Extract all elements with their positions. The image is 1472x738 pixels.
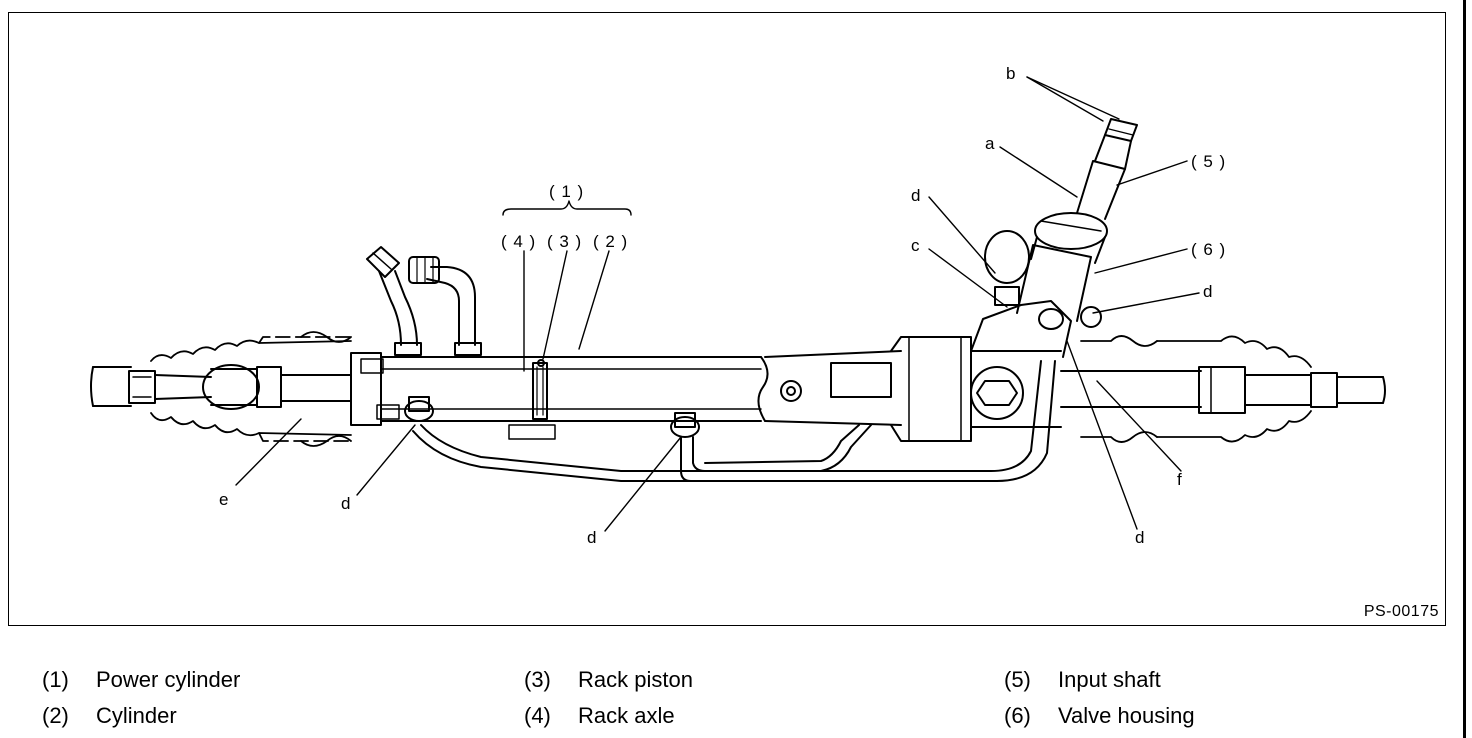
leader-lines: [235, 76, 1200, 532]
legend-label: Power cylinder: [96, 667, 241, 692]
lower-pipes: [404, 360, 1056, 482]
callout-1: ( 1 ): [549, 182, 584, 201]
figure-id-code: PS-00175: [1363, 603, 1439, 620]
callout-d-left: d: [341, 494, 350, 513]
callout-d-bottom: d: [587, 528, 596, 547]
callout-4: ( 4 ): [501, 232, 536, 251]
right-boot: [1080, 335, 1312, 443]
left-tie-rod: [90, 366, 212, 407]
legend-label: Cylinder: [96, 703, 177, 728]
legend-number: (1): [42, 667, 69, 692]
steering-gearbox-diagram: ( 1 ) ( 4 ) ( 3 ) ( 2 ) ( 5 ) ( 6 ) b a …: [90, 64, 1386, 547]
ball-joint: [202, 364, 352, 410]
upper-pipes: [366, 246, 482, 356]
callout-3: ( 3 ): [547, 232, 582, 251]
legend-item-1: (1) Power cylinder: [42, 667, 240, 693]
callout-d-lower-right: d: [1135, 528, 1144, 547]
figure-frame: ( 1 ) ( 4 ) ( 3 ) ( 2 ) ( 5 ) ( 6 ) b a …: [8, 12, 1446, 626]
valve-housing: [970, 212, 1108, 420]
legend-item-3: (3) Rack piston: [524, 667, 693, 693]
callout-b: b: [1006, 64, 1015, 83]
power-cylinder: [360, 358, 556, 440]
legend-number: (4): [524, 703, 551, 728]
left-boot: [150, 331, 352, 447]
callout-d-right: d: [1203, 282, 1212, 301]
legend-item-5: (5) Input shaft: [1004, 667, 1161, 693]
legend-label: Input shaft: [1058, 667, 1161, 692]
callout-2: ( 2 ): [593, 232, 628, 251]
callout-5: ( 5 ): [1191, 152, 1226, 171]
callout-d-top: d: [911, 186, 920, 205]
callout-labels: ( 1 ) ( 4 ) ( 3 ) ( 2 ) ( 5 ) ( 6 ) b a …: [219, 64, 1226, 547]
legend-item-2: (2) Cylinder: [42, 703, 177, 729]
right-tie-rod: [1198, 366, 1386, 414]
legend-label: Rack piston: [578, 667, 693, 692]
callout-e: e: [219, 490, 228, 509]
legend-item-6: (6) Valve housing: [1004, 703, 1195, 729]
input-shaft: [1076, 118, 1138, 220]
callout-c: c: [911, 236, 920, 255]
legend-item-4: (4) Rack axle: [524, 703, 675, 729]
legend-label: Valve housing: [1058, 703, 1195, 728]
legend-number: (2): [42, 703, 69, 728]
legend-label: Rack axle: [578, 703, 675, 728]
rack-housing: [350, 336, 1202, 442]
legend-number: (3): [524, 667, 551, 692]
callout-f: f: [1177, 470, 1182, 489]
legend-number: (6): [1004, 703, 1031, 728]
page-edge-bar: [1463, 0, 1466, 738]
legend-number: (5): [1004, 667, 1031, 692]
callout-a: a: [985, 134, 995, 153]
callout-6: ( 6 ): [1191, 240, 1226, 259]
